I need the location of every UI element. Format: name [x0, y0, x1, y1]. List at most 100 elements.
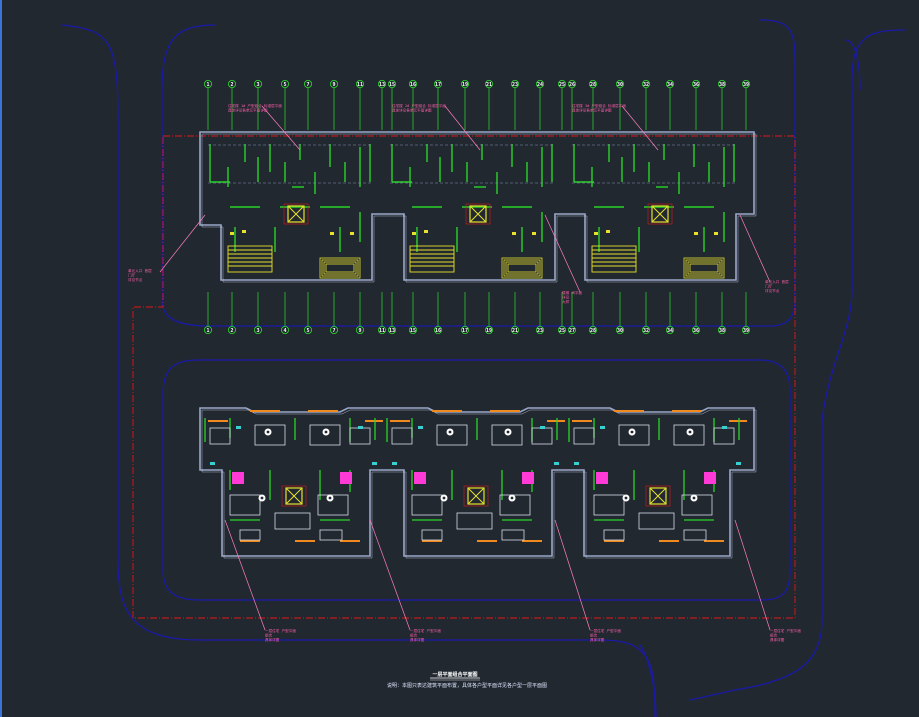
door-frame [477, 540, 497, 542]
top-axis-bubble [203, 80, 212, 89]
elevator-frame [283, 203, 309, 225]
top-axis-bubble [589, 80, 598, 89]
building-top-block [199, 131, 757, 283]
top-axis-bubble [742, 80, 751, 89]
top-axis-label: 24 [537, 82, 543, 88]
column-mark [512, 232, 516, 235]
building-top-outline [199, 131, 755, 281]
callout-bottom-4-text: 一层住宅 户型平面 [770, 628, 801, 633]
bottom-axis-bubble [280, 325, 289, 334]
callout-top-3-text: 具体详见各单元平面详图 [572, 108, 612, 113]
callout-side-left-leader [159, 214, 206, 273]
sanitary-fixture [232, 472, 244, 484]
top-axis-bubble [642, 80, 651, 89]
furniture-block [436, 424, 468, 446]
column-mark [330, 232, 334, 235]
bottom-axis-label: 19 [486, 328, 492, 334]
bottom-axis-label: 25 [559, 328, 565, 334]
callout-bottom-2-leader [369, 519, 411, 631]
callout-bottom-1-text: 一层住宅 户型平面 [265, 628, 296, 633]
top-axis-label: 26 [569, 82, 575, 88]
top-axis-label: 34 [667, 82, 673, 88]
column-mark [424, 230, 428, 233]
door-frame [522, 540, 542, 542]
top-axis-label: 17 [435, 82, 441, 88]
marker-block [722, 426, 727, 429]
column-mark [694, 232, 698, 235]
bottom-axis-bubble [433, 325, 442, 334]
stair-landing [321, 259, 359, 277]
top-axis-label: 16 [410, 82, 416, 88]
building-bottom-block [199, 407, 757, 559]
road-edge-line-3 [162, 359, 791, 601]
elevator-shaft [469, 205, 487, 223]
elevator-frame [647, 203, 673, 225]
bottom-axis-label: 7 [332, 328, 335, 334]
bottom-axis-bubble [387, 325, 396, 334]
bottom-axis-label: 23 [537, 328, 543, 334]
door-frame [432, 410, 462, 412]
property-red-line [132, 135, 796, 619]
furniture-block [239, 529, 261, 541]
column-mark [714, 232, 718, 235]
elevator-frame [465, 203, 491, 225]
top-axis-bubble [377, 80, 386, 89]
elevator-cross [651, 205, 669, 223]
marker-block [418, 426, 423, 429]
bottom-unit-1 [204, 410, 383, 542]
top-unit-2 [390, 144, 554, 279]
top-axis-label: 36 [693, 82, 699, 88]
stair-landing [323, 261, 357, 275]
column-mark [412, 232, 416, 235]
stair-outline [591, 245, 637, 273]
room-tag-dot [506, 430, 510, 434]
building-bottom-outline-inner [201, 409, 757, 559]
callout-side-mid-text: 楼梯 间平面 [562, 290, 583, 295]
callout-top-3-leader [621, 105, 659, 151]
callout-side-left-text: 详见节点 [128, 277, 143, 282]
marker-block [372, 462, 377, 465]
sanitary-fixture [340, 472, 352, 484]
callout-bottom-4-leader [734, 519, 771, 631]
marker-block [736, 462, 741, 465]
bottom-axis-label: 1 [206, 328, 209, 334]
room-tag-dot [328, 496, 332, 500]
furniture-block [681, 494, 713, 516]
callout-bottom-2-text: 一层住宅 户型平面 [410, 628, 441, 633]
column-mark [594, 232, 598, 235]
room-tag-dot [260, 496, 264, 500]
elevator-cross [467, 487, 485, 505]
elevator-shaft [467, 487, 485, 505]
stair-landing [503, 259, 541, 277]
top-axis-label: 15 [389, 82, 395, 88]
stair-outline [227, 245, 273, 273]
elevator-cross [285, 487, 303, 505]
bottom-axis-label: 15 [410, 328, 416, 334]
door-frame [659, 540, 679, 542]
top-axis-bubble [666, 80, 675, 89]
stair-landing [505, 261, 539, 275]
furniture-block [573, 427, 595, 445]
top-axis-label: 7 [306, 82, 309, 88]
top-axis-bubble [510, 80, 519, 89]
bottom-axis-label: 27 [569, 328, 575, 334]
top-axis-label: 23 [512, 82, 518, 88]
furniture-block [274, 512, 311, 530]
furniture-block [501, 529, 525, 541]
door-frame [295, 540, 315, 542]
marker-block [236, 426, 241, 429]
bottom-axis-bubble [303, 325, 312, 334]
door-frame [208, 420, 228, 422]
callout-side-right-leader [739, 214, 771, 283]
bottom-axis-label: 38 [719, 328, 725, 334]
sanitary-fixture [596, 472, 608, 484]
top-axis-bubble [433, 80, 442, 89]
bottom-axis-label: 2 [230, 328, 233, 334]
bottom-axis-bubble [568, 325, 577, 334]
column-mark [606, 230, 610, 233]
drawing-subtitle-note: 说明：本图只表达建筑平面布置，具体各户型平面详见各户型一层平面图 [387, 682, 547, 689]
elevator-cross [469, 205, 487, 223]
furniture-block [618, 424, 650, 446]
callout-bottom-1-text: 具体详图 [265, 637, 280, 642]
